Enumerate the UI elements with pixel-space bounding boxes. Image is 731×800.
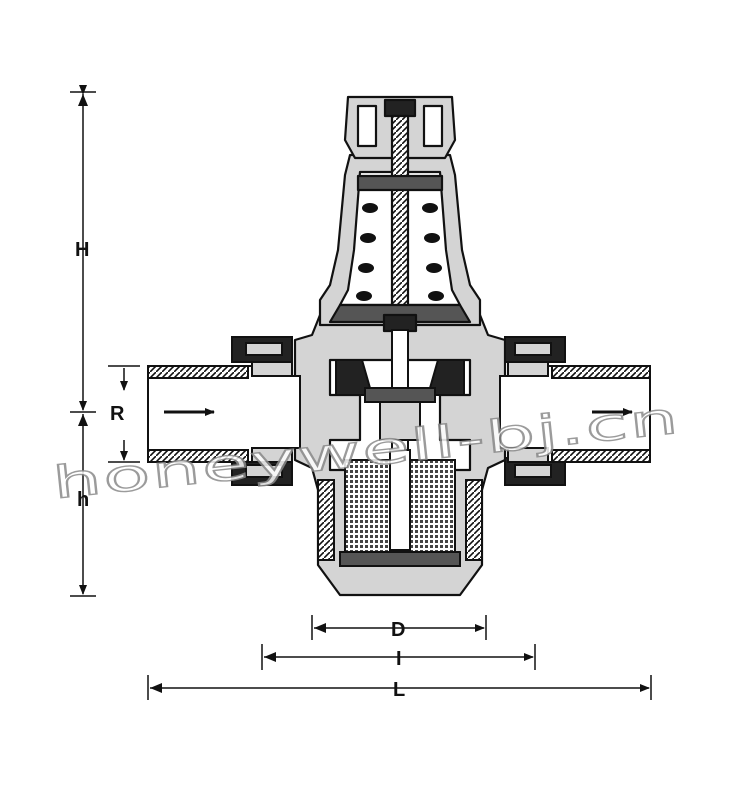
cap-slot-right <box>422 104 444 148</box>
outlet-fitting <box>499 336 651 486</box>
inlet-shoulder-bottom <box>251 447 293 463</box>
bowl-thread-right <box>465 479 483 561</box>
lock-nut <box>382 313 418 333</box>
outlet-thread-top <box>551 365 651 379</box>
dim-label-D: D <box>391 619 405 641</box>
cap-slot-left <box>356 104 378 148</box>
pressure-spring <box>356 203 444 301</box>
outlet-nut-bottom-inner <box>514 464 552 478</box>
dim-label-h: h <box>77 489 89 511</box>
bowl-thread-left <box>317 479 335 561</box>
outlet-shoulder-top <box>507 361 549 377</box>
dim-label-H: H <box>75 239 89 261</box>
inlet-thread-bottom <box>147 449 249 463</box>
filter-bowl <box>317 449 483 567</box>
filter-screen-left <box>344 459 391 553</box>
spring-plate-top <box>356 174 444 192</box>
filter-screen-right <box>409 459 456 553</box>
dim-label-R: R <box>110 403 125 425</box>
inlet-fitting <box>147 336 301 486</box>
inlet-shoulder-top <box>251 361 293 377</box>
seat-right <box>426 359 465 396</box>
outlet-thread-bottom <box>551 449 651 463</box>
bonnet <box>318 95 482 333</box>
valve-disc <box>364 387 436 403</box>
outlet-nut-top-inner <box>514 342 552 356</box>
diaphragm-plate <box>328 303 472 324</box>
cap-center-block <box>383 98 417 118</box>
dimension-arrowheads <box>78 94 326 693</box>
adjustment-spindle <box>390 114 410 318</box>
dim-label-I: I <box>396 648 402 670</box>
stem-guide <box>379 401 421 441</box>
inlet-nut-bottom-inner <box>245 464 283 478</box>
filter-base <box>339 551 461 567</box>
filter-core <box>389 449 411 551</box>
outlet-shoulder-bottom <box>507 447 549 463</box>
inlet-nut-top-inner <box>245 342 283 356</box>
dim-label-L: L <box>393 679 405 701</box>
valve-cartridge <box>335 329 465 451</box>
inlet-thread-top <box>147 365 249 379</box>
dimension-lines <box>70 85 652 700</box>
